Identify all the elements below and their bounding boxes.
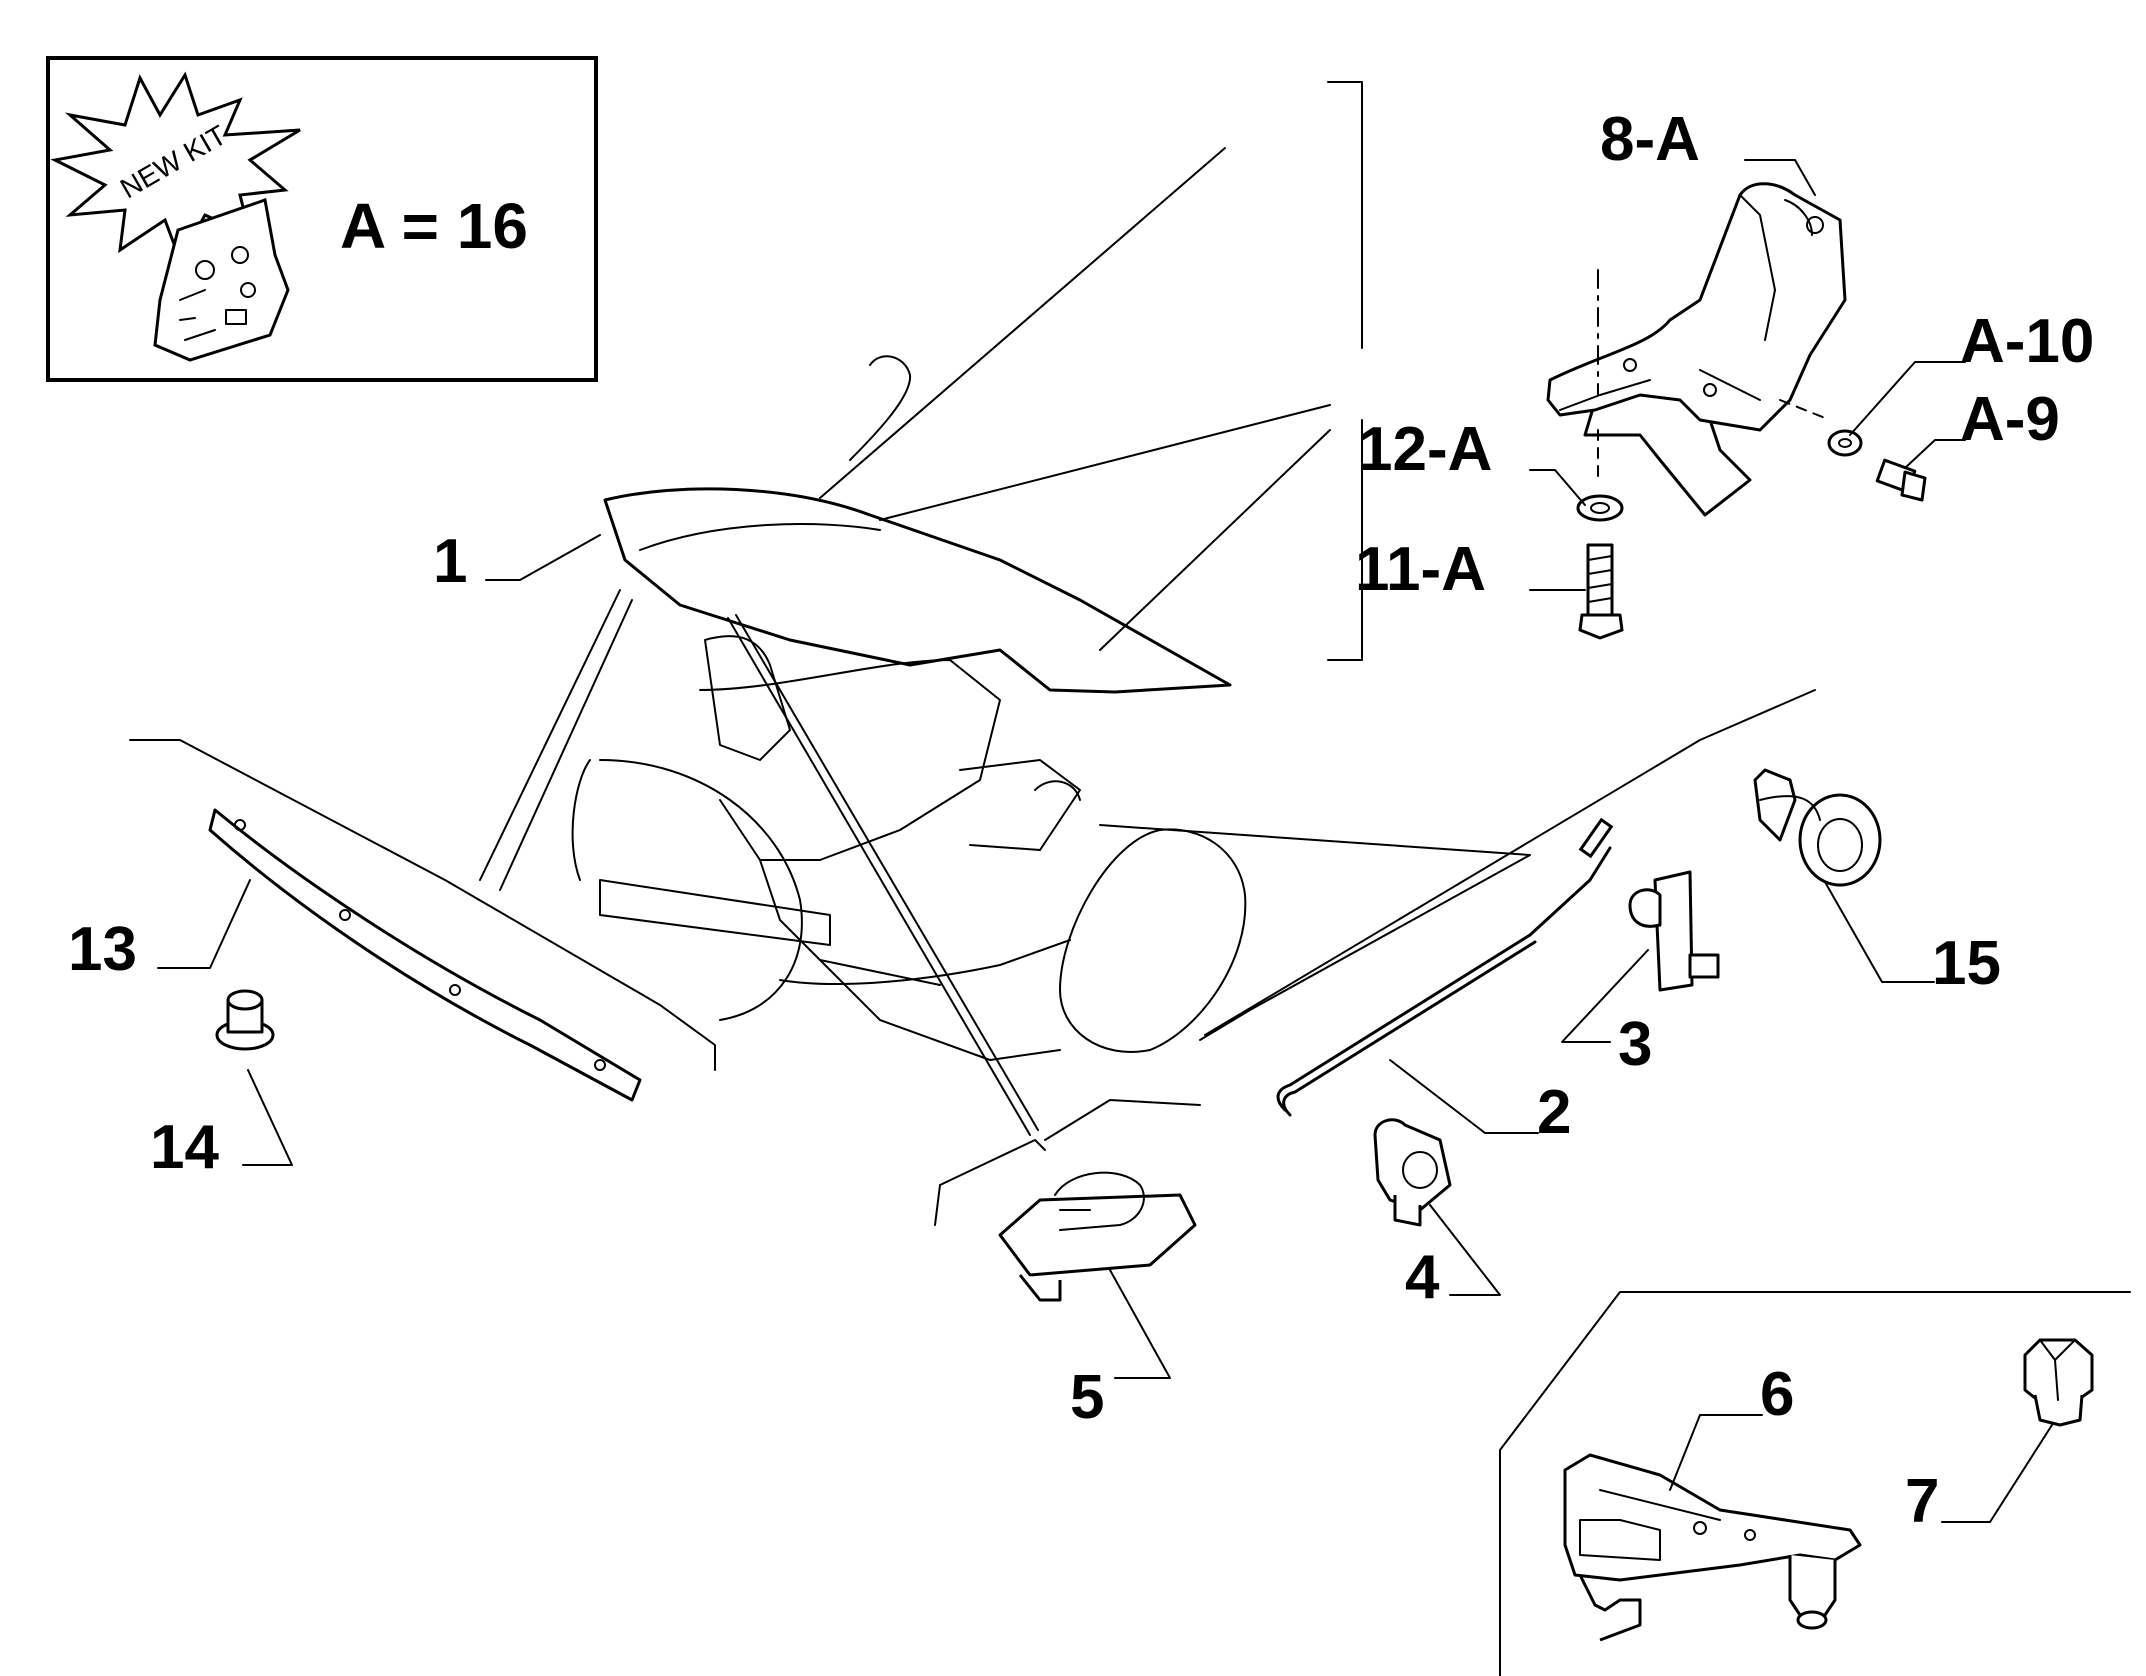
leader-3 <box>1561 949 1649 1043</box>
callout-6: 6 <box>1760 1360 1794 1429</box>
leader-a10 <box>1849 361 1966 436</box>
leader-2 <box>1389 1059 1539 1134</box>
callout-15: 15 <box>1932 929 2001 998</box>
part-a10-washer <box>1827 429 1863 457</box>
callout-11a: 11-A <box>1355 535 1486 604</box>
callout-14: 14 <box>150 1113 219 1182</box>
part-7-nut <box>2023 1338 2094 1427</box>
part-15-stay-holder <box>1753 768 1882 887</box>
leader-8a <box>1744 159 1816 196</box>
hinge-assembly <box>1546 182 1927 640</box>
part-12a-washer <box>1576 494 1624 522</box>
callout-12a: 12-A <box>1358 415 1492 484</box>
callout-13: 13 <box>68 915 137 984</box>
car-outline <box>129 81 1816 1226</box>
callout-7: 7 <box>1905 1467 1939 1536</box>
part-4-grommet <box>1373 1118 1452 1227</box>
leader-6 <box>1669 1414 1763 1491</box>
bonnet-shell <box>603 487 1232 694</box>
leader-15 <box>1824 881 1935 983</box>
part-3-rod-clip <box>1628 870 1720 992</box>
callout-a10: A-10 <box>1960 307 2094 376</box>
part-13-front-strip <box>208 808 642 1102</box>
part-2-stay-rod <box>1276 817 1614 1117</box>
callout-8a: 8-A <box>1600 105 1700 174</box>
callout-labels: 8-A A-10 A-9 12-A 11-A 1 13 14 5 4 2 3 1… <box>68 105 2094 1536</box>
callout-3: 3 <box>1618 1010 1652 1079</box>
leader-lines <box>157 159 2053 1523</box>
kit-bag-icon <box>153 198 290 362</box>
callout-a9: A-9 <box>1960 385 2060 454</box>
leader-1 <box>485 534 601 581</box>
part-14-buffer <box>215 989 275 1051</box>
part-11a-bolt <box>1578 543 1624 640</box>
kit-quantity-formula: A = 16 <box>340 190 528 262</box>
leader-7 <box>1941 1424 2053 1523</box>
callout-5: 5 <box>1070 1363 1104 1432</box>
part-8a-hinge <box>1546 182 1847 432</box>
leader-12a <box>1529 469 1586 506</box>
leader-14 <box>242 1069 293 1166</box>
lock-inset <box>1499 1291 2131 1676</box>
callout-2: 2 <box>1537 1078 1571 1147</box>
part-a9-screw <box>1875 458 1927 502</box>
callout-4: 4 <box>1405 1243 1440 1312</box>
leader-a9 <box>1904 439 1966 469</box>
kit-inset-box: NEW KIT A = 16 <box>46 56 598 382</box>
callout-1: 1 <box>433 527 467 596</box>
leader-4 <box>1429 1204 1501 1296</box>
leader-13 <box>157 879 251 969</box>
part-5-catch <box>998 1171 1197 1302</box>
leader-5 <box>1109 1269 1171 1379</box>
